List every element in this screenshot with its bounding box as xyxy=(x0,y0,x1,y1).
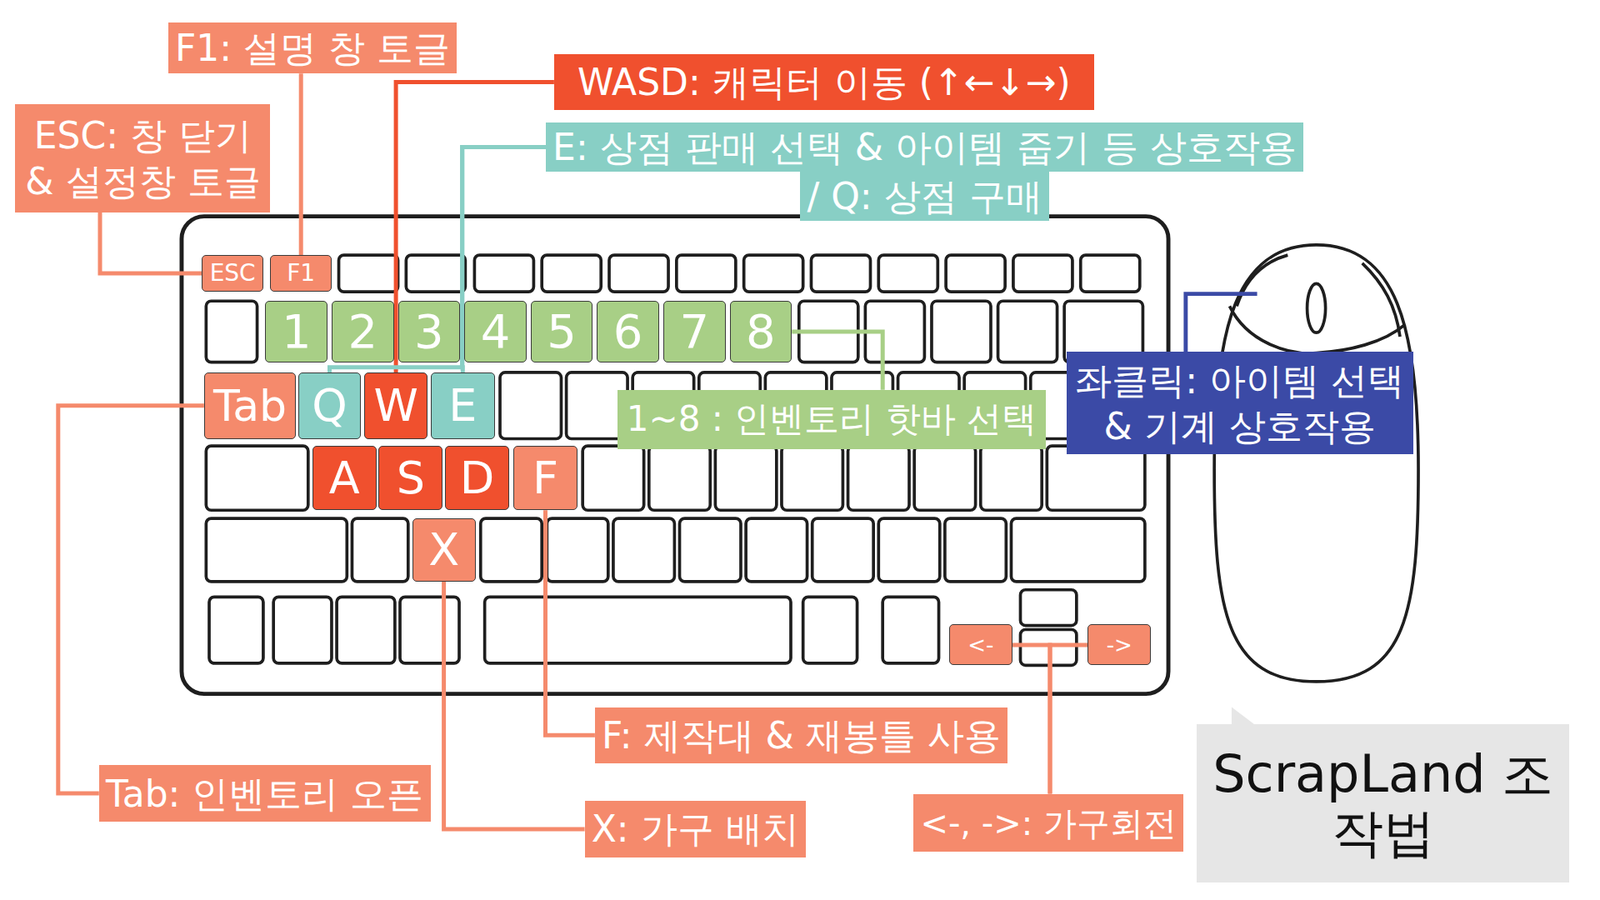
key-cap: 2 xyxy=(331,300,395,362)
callout-text: F: 제작대 & 재봉틀 사용 xyxy=(601,712,1001,759)
leader-line xyxy=(100,212,202,274)
key-label: 5 xyxy=(546,308,577,355)
key-cap: W xyxy=(364,372,428,440)
callout-text: E: 상점 판매 선택 & 아이템 줍기 등 상호작용 xyxy=(545,122,1304,172)
callout-box: E: 상점 판매 선택 & 아이템 줍기 등 상호작용/ Q: 상점 구매 xyxy=(545,122,1304,221)
callout-box: F: 제작대 & 재봉틀 사용 xyxy=(595,707,1008,764)
callout-text: / Q: 상점 구매 xyxy=(800,171,1049,221)
key-label: F1 xyxy=(286,261,315,285)
callout-box: 좌클릭: 아이템 선택 & 기계 상호작용 xyxy=(1066,351,1414,454)
key-label: Q xyxy=(311,383,348,429)
leader-line xyxy=(1185,294,1258,353)
key-cap: ESC xyxy=(201,255,263,292)
key-label: 8 xyxy=(745,308,776,355)
callout-box: F1: 설명 창 토글 xyxy=(168,22,457,74)
callout-box: X: 가구 배치 xyxy=(585,800,806,857)
leader-line xyxy=(791,331,883,390)
callout-box: <-, ->: 가구회전 xyxy=(913,794,1184,853)
key-cap: 8 xyxy=(730,300,793,362)
key-label: E xyxy=(448,383,477,429)
key-label: Tab xyxy=(213,384,287,428)
title-text: ScrapLand 조작법 xyxy=(1205,744,1561,864)
key-label: A xyxy=(329,455,360,501)
key-label: F xyxy=(532,455,559,501)
key-label: W xyxy=(373,383,418,429)
callout-box: WASD: 캐릭터 이동 (↑←↓→) xyxy=(554,54,1095,110)
key-cap: -> xyxy=(1087,624,1151,665)
leader-line xyxy=(444,581,585,830)
key-label: -> xyxy=(1106,634,1133,656)
callout-box: 1~8 : 인벤토리 핫바 선택 xyxy=(617,390,1046,450)
key-label: ESC xyxy=(210,261,256,285)
callout-text: 1~8 : 인벤토리 핫바 선택 xyxy=(626,397,1037,442)
key-label: 7 xyxy=(679,308,710,355)
key-cap: 3 xyxy=(398,300,461,362)
key-label: 1 xyxy=(281,308,312,355)
callout-text: F1: 설명 창 토글 xyxy=(175,25,450,71)
key-cap: A xyxy=(312,445,377,510)
key-cap: Tab xyxy=(204,372,296,440)
key-cap: E xyxy=(430,372,495,440)
key-cap: 6 xyxy=(596,300,660,362)
key-cap: S xyxy=(378,445,443,510)
key-cap: X xyxy=(412,518,476,582)
key-cap: 1 xyxy=(265,300,328,362)
leader-line xyxy=(299,73,304,255)
mouse-outline xyxy=(1214,245,1419,682)
callout-text: WASD: 캐릭터 이동 (↑←↓→) xyxy=(577,59,1071,105)
speech-tail xyxy=(1231,707,1258,727)
key-cap: 5 xyxy=(530,300,594,362)
leader-line xyxy=(330,146,547,373)
key-cap: <- xyxy=(949,624,1013,665)
key-label: <- xyxy=(967,634,994,656)
leader-line xyxy=(1012,645,1050,795)
key-cap: D xyxy=(445,445,510,510)
key-cap: Q xyxy=(298,372,362,440)
key-label: 4 xyxy=(480,308,511,355)
key-label: 2 xyxy=(347,308,378,355)
key-label: 6 xyxy=(613,308,644,355)
leader-line xyxy=(545,510,595,735)
callout-text: Tab: 인벤토리 오픈 xyxy=(105,770,424,817)
callout-box: ESC: 창 닫기 & 설정창 토글 xyxy=(15,104,270,213)
callout-text: 좌클릭: 아이템 선택 & 기계 상호작용 xyxy=(1071,357,1409,450)
key-label: 3 xyxy=(414,308,445,355)
callout-text: ESC: 창 닫기 & 설정창 토글 xyxy=(20,112,265,205)
key-cap: F1 xyxy=(270,255,331,292)
callout-text: X: 가구 배치 xyxy=(591,805,800,852)
title-box: ScrapLand 조작법 xyxy=(1196,724,1570,883)
key-cap: 4 xyxy=(464,300,527,362)
callout-text: <-, ->: 가구회전 xyxy=(920,802,1177,845)
leader-line xyxy=(58,405,205,794)
key-label: D xyxy=(460,455,495,501)
key-label: S xyxy=(396,455,425,501)
keyboard-outline xyxy=(181,216,1169,695)
key-cap: F xyxy=(513,445,578,510)
leader-line xyxy=(1050,645,1088,795)
key-label: X xyxy=(428,527,460,573)
key-cap: 7 xyxy=(663,300,726,362)
callout-box: Tab: 인벤토리 오픈 xyxy=(99,765,431,821)
